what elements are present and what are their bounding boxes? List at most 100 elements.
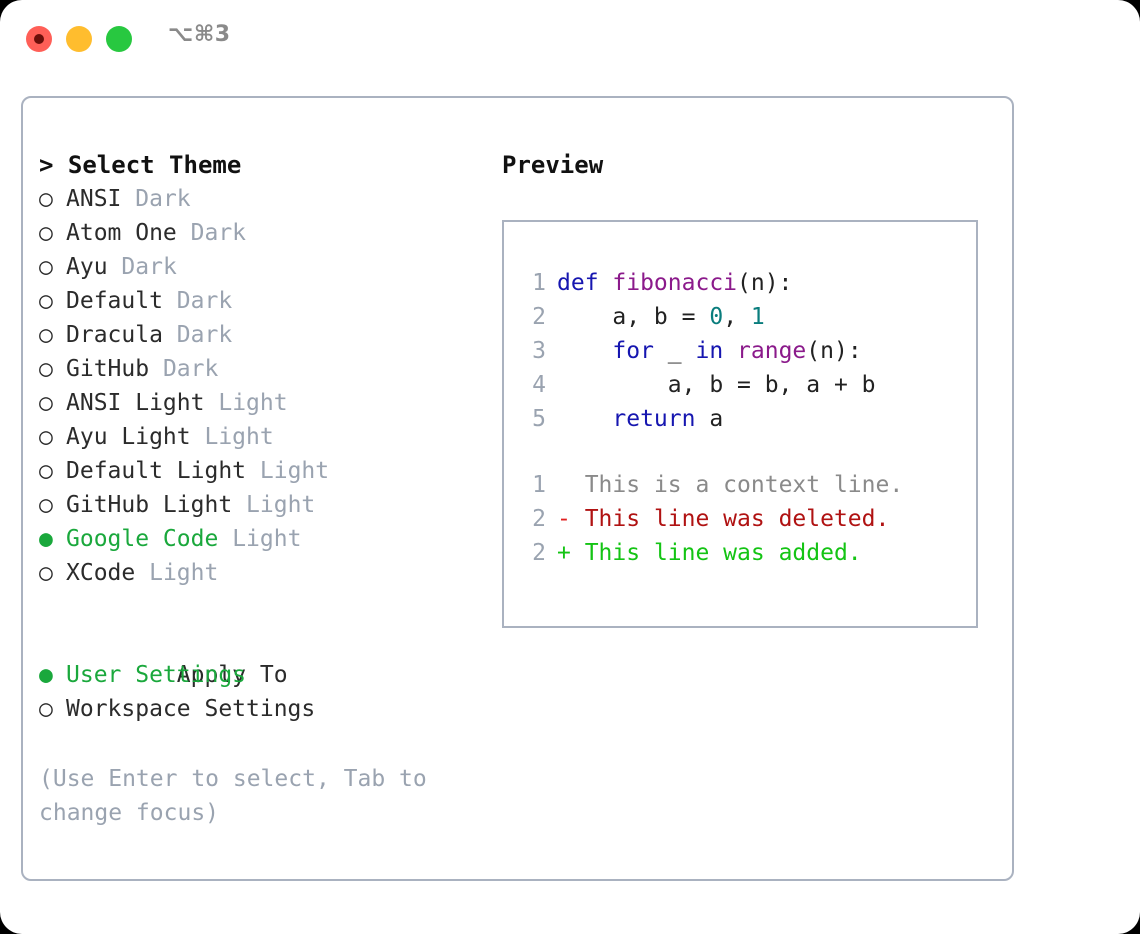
- theme-list: ○ANSI Dark○Atom One Dark○Ayu Dark○Defaul…: [39, 182, 479, 590]
- theme-category-tag: Light: [204, 424, 274, 450]
- line-number: 1: [532, 472, 546, 498]
- theme-name-label: Default Light: [66, 458, 247, 484]
- theme-list-item[interactable]: ○ GitHub Light Light: [39, 488, 479, 522]
- radio-unselected-icon: ○: [39, 288, 53, 314]
- apply-to-label: Workspace Settings: [66, 696, 316, 722]
- theme-list-item[interactable]: ○ Ayu Light Light: [39, 420, 479, 454]
- theme-category-tag: Dark: [162, 356, 219, 382]
- radio-unselected-icon: ○: [39, 390, 53, 416]
- radio-unselected-icon: ○: [39, 186, 53, 212]
- radio-unselected-icon: ○: [39, 424, 53, 450]
- code-token: a, b = b, a + b: [557, 372, 876, 398]
- theme-list-item[interactable]: ○GitHub Dark: [39, 352, 479, 386]
- theme-name-label: Google Code: [66, 526, 219, 552]
- diff-sample: 1 This is a context line.2- This line wa…: [518, 468, 903, 570]
- diff-line: 1 This is a context line.: [518, 468, 903, 502]
- theme-picker-header: > Select Theme: [39, 151, 242, 179]
- line-number: 3: [532, 338, 546, 364]
- code-token: This line was added.: [584, 540, 862, 566]
- title-bar: ⌥⌘3: [0, 0, 1140, 78]
- line-number: 2: [532, 304, 546, 330]
- theme-category-tag: Dark: [190, 220, 247, 246]
- hint-text: (Use Enter to select, Tab to change focu…: [39, 766, 441, 826]
- keyboard-shortcut-label: ⌥⌘3: [168, 22, 231, 47]
- theme-name-label: Default: [66, 288, 163, 314]
- code-line: 3 for _ in range(n):: [518, 334, 876, 368]
- code-token: [557, 406, 612, 432]
- theme-category-tag: Light: [232, 526, 302, 552]
- dialog-frame: > Select Theme ○ANSI Dark○Atom One Dark○…: [21, 96, 1014, 881]
- theme-list-item[interactable]: ○ Atom One Dark: [39, 216, 479, 250]
- theme-list-item[interactable]: ○ Dracula Dark: [39, 318, 479, 352]
- apply-to-list: ● User Settings ○Workspace Settings: [39, 658, 479, 726]
- line-number: 4: [532, 372, 546, 398]
- radio-unselected-icon: ○: [39, 322, 53, 348]
- preview-title: Preview: [502, 151, 604, 179]
- code-token: return: [612, 406, 696, 432]
- diff-line: 2 + This line was added.: [518, 536, 903, 570]
- theme-name-label: Atom One: [66, 220, 177, 246]
- theme-list-item[interactable]: ○ XCode Light: [39, 556, 479, 590]
- theme-name-label: Ayu: [66, 254, 108, 280]
- theme-name-label: Ayu Light: [66, 424, 191, 450]
- code-token: [557, 472, 585, 498]
- theme-picker-panel: > Select Theme ○ANSI Dark○Atom One Dark○…: [39, 148, 479, 726]
- line-number: 1: [532, 270, 546, 296]
- apply-to-label: User Settings: [66, 662, 247, 688]
- radio-unselected-icon: ○: [39, 560, 53, 586]
- theme-category-tag: Dark: [176, 288, 233, 314]
- theme-list-item[interactable]: ○ Default Dark: [39, 284, 479, 318]
- apply-to-title-label: Apply To: [176, 662, 288, 688]
- theme-name-label: GitHub: [66, 356, 150, 382]
- theme-name-label: Dracula: [66, 322, 163, 348]
- code-token: -: [557, 506, 585, 532]
- code-token: +: [557, 540, 585, 566]
- theme-list-item[interactable]: ○ANSI Light Light: [39, 386, 479, 420]
- theme-name-label: GitHub Light: [66, 492, 233, 518]
- code-token: 1: [750, 304, 765, 330]
- code-token: for: [612, 338, 654, 364]
- minimize-button[interactable]: [66, 26, 92, 52]
- theme-list-item[interactable]: ○Default Light Light: [39, 454, 479, 488]
- code-token: (n):: [806, 338, 862, 364]
- theme-category-tag: Light: [149, 560, 219, 586]
- apply-to-title: Apply To: [39, 624, 479, 688]
- code-token: This line was deleted.: [584, 506, 890, 532]
- line-number: 5: [532, 406, 546, 432]
- theme-category-tag: Dark: [176, 322, 233, 348]
- radio-selected-icon: ●: [39, 662, 53, 688]
- code-token: in: [695, 338, 724, 364]
- diff-line: 2- This line was deleted.: [518, 502, 903, 536]
- code-token: _: [653, 338, 696, 364]
- code-token: a, b =: [557, 304, 710, 330]
- code-token: 0: [709, 304, 724, 330]
- theme-list-item[interactable]: ● Google Code Light: [39, 522, 479, 556]
- code-line: 4 a, b = b, a + b: [518, 368, 876, 402]
- code-token: range: [737, 338, 807, 364]
- apply-to-item[interactable]: ● User Settings: [39, 658, 479, 692]
- code-token: (n):: [737, 270, 793, 296]
- apply-to-item[interactable]: ○Workspace Settings: [39, 692, 479, 726]
- theme-name-label: XCode: [66, 560, 136, 586]
- radio-unselected-icon: ○: [39, 492, 53, 518]
- theme-name-label: ANSI: [66, 186, 122, 212]
- radio-unselected-icon: ○: [39, 220, 53, 246]
- radio-selected-icon: ●: [39, 526, 53, 552]
- code-token: This is a context line.: [584, 472, 904, 498]
- code-token: a: [695, 406, 724, 432]
- line-number: 2: [532, 540, 546, 566]
- zoom-button[interactable]: [106, 26, 132, 52]
- theme-category-tag: Dark: [121, 254, 177, 280]
- code-line: 5 return a: [518, 402, 876, 436]
- theme-list-item[interactable]: ○ Ayu Dark: [39, 250, 479, 284]
- line-number: 2: [532, 506, 546, 532]
- code-token: [723, 338, 737, 364]
- radio-unselected-icon: ○: [39, 254, 53, 280]
- close-icon: [34, 34, 44, 44]
- theme-list-item[interactable]: ○ANSI Dark: [39, 182, 479, 216]
- theme-category-tag: Light: [246, 492, 316, 518]
